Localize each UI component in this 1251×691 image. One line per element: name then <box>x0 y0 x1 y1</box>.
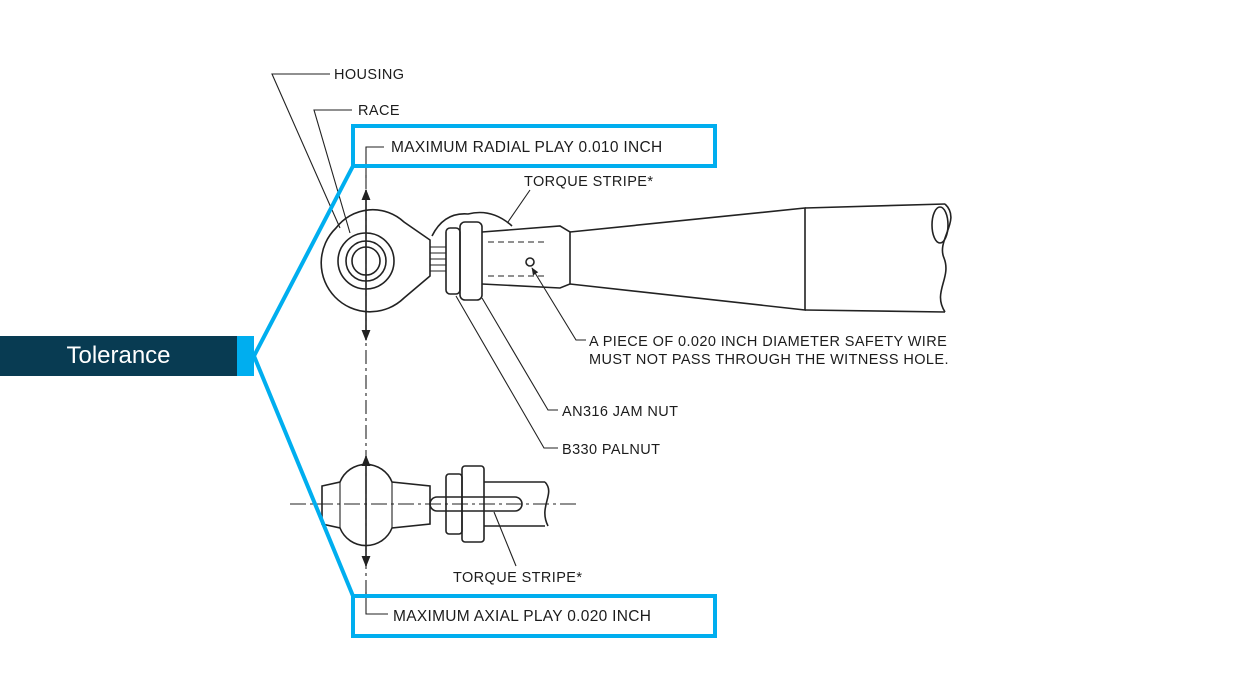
callout-line-bottom <box>252 355 355 597</box>
housing-label: HOUSING <box>334 67 404 83</box>
rod-end-bottom-view <box>290 454 580 595</box>
tolerance-callout <box>252 124 717 638</box>
radial-play-label: MAXIMUM RADIAL PLAY 0.010 INCH <box>391 139 662 156</box>
axial-play-highlight-box <box>351 594 717 638</box>
torque-stripe-top-label: TORQUE STRIPE* <box>524 174 653 190</box>
torque-stripe-bottom-label: TORQUE STRIPE* <box>453 570 582 586</box>
callout-line-top <box>252 165 355 357</box>
race-label: RACE <box>358 103 400 119</box>
safety-wire-line2-label: MUST NOT PASS THROUGH THE WITNESS HOLE. <box>589 352 949 368</box>
radial-play-highlight-box <box>351 124 717 168</box>
tolerance-tag: Tolerance <box>0 336 237 376</box>
safety-wire-line1-label: A PIECE OF 0.020 INCH DIAMETER SAFETY WI… <box>589 334 947 350</box>
jam-nut-label: AN316 JAM NUT <box>562 404 678 420</box>
axial-play-label: MAXIMUM AXIAL PLAY 0.020 INCH <box>393 608 651 625</box>
palnut-label: B330 PALNUT <box>562 442 660 458</box>
rod-end-top-view <box>320 175 952 455</box>
leader-lines <box>271 73 586 615</box>
tolerance-tag-accent <box>237 336 254 376</box>
